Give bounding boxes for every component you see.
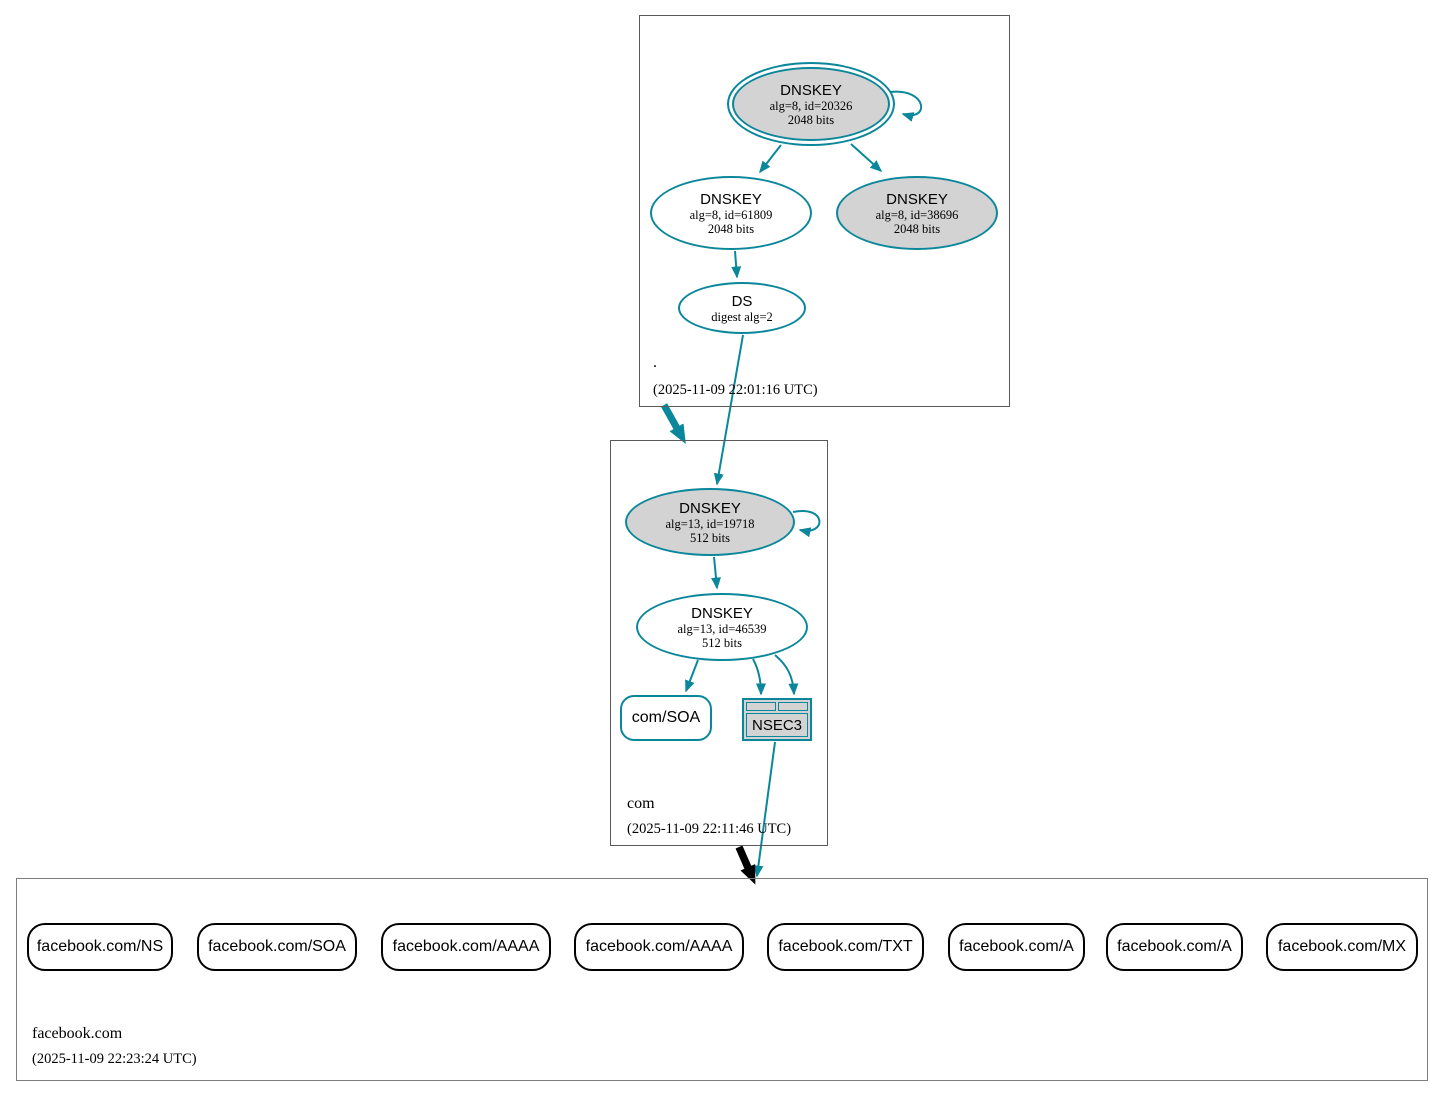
node-facebook-a-1-label: facebook.com/A	[959, 938, 1074, 955]
zone-timestamp-facebook: (2025-11-09 22:23:24 UTC)	[32, 1051, 197, 1067]
zone-timestamp-com: (2025-11-09 22:11:46 UTC)	[627, 821, 792, 837]
zone-box-com	[610, 440, 828, 846]
node-dnskey-38696-bits: 2048 bits	[893, 221, 941, 236]
node-facebook-mx-label: facebook.com/MX	[1277, 938, 1407, 955]
node-facebook-txt[interactable]: facebook.com/TXT	[767, 923, 924, 971]
node-facebook-a-2-label: facebook.com/A	[1117, 938, 1232, 955]
zone-name-facebook: facebook.com	[32, 1025, 123, 1042]
node-facebook-aaaa-1[interactable]: facebook.com/AAAA	[381, 923, 551, 971]
node-com-soa-label: com/SOA	[631, 709, 701, 726]
zone-name-com: com	[627, 795, 655, 812]
node-dnskey-38696[interactable]: DNSKEY alg=8, id=38696 2048 bits	[836, 176, 998, 250]
node-dnskey-19718-title: DNSKEY	[679, 499, 741, 517]
node-com-soa[interactable]: com/SOA	[620, 695, 712, 741]
node-dnskey-19718-bits: 512 bits	[690, 530, 730, 545]
nsec3-label: NSEC3	[746, 713, 808, 737]
node-dnskey-38696-detail: alg=8, id=38696	[875, 207, 959, 222]
node-dnskey-20326[interactable]: DNSKEY alg=8, id=20326 2048 bits	[727, 62, 895, 146]
node-dnskey-61809-title: DNSKEY	[700, 190, 762, 208]
zone-box-root	[639, 15, 1010, 407]
node-ds-root[interactable]: DS digest alg=2	[678, 282, 806, 334]
node-facebook-soa-label: facebook.com/SOA	[208, 938, 346, 955]
zone-name-root: .	[653, 354, 657, 371]
node-dnskey-19718[interactable]: DNSKEY alg=13, id=19718 512 bits	[625, 488, 795, 556]
node-dnskey-46539[interactable]: DNSKEY alg=13, id=46539 512 bits	[636, 593, 808, 661]
edge-delegation-com-to-facebook	[735, 845, 756, 885]
node-dnskey-61809[interactable]: DNSKEY alg=8, id=61809 2048 bits	[650, 176, 812, 250]
nsec3-param-cells	[746, 702, 808, 711]
node-facebook-aaaa-2-label: facebook.com/AAAA	[585, 938, 733, 955]
nsec3-cell-left	[746, 702, 776, 711]
node-facebook-a-1[interactable]: facebook.com/A	[948, 923, 1085, 971]
node-dnskey-19718-detail: alg=13, id=19718	[665, 516, 755, 531]
node-facebook-soa[interactable]: facebook.com/SOA	[197, 923, 357, 971]
node-ds-title: DS	[731, 292, 753, 310]
node-dnskey-61809-detail: alg=8, id=61809	[689, 207, 773, 222]
node-facebook-mx[interactable]: facebook.com/MX	[1266, 923, 1418, 971]
node-dnskey-20326-detail: alg=8, id=20326	[769, 98, 853, 113]
node-dnskey-46539-title: DNSKEY	[691, 604, 753, 622]
node-facebook-ns[interactable]: facebook.com/NS	[27, 923, 173, 971]
node-dnskey-46539-bits: 512 bits	[702, 635, 742, 650]
node-ds-detail: digest alg=2	[711, 309, 773, 324]
node-facebook-ns-label: facebook.com/NS	[36, 938, 164, 955]
node-nsec3[interactable]: NSEC3	[742, 698, 812, 741]
node-dnskey-20326-inner: DNSKEY alg=8, id=20326 2048 bits	[732, 67, 890, 141]
node-facebook-aaaa-1-label: facebook.com/AAAA	[392, 938, 540, 955]
node-dnskey-38696-title: DNSKEY	[886, 190, 948, 208]
node-facebook-aaaa-2[interactable]: facebook.com/AAAA	[574, 923, 744, 971]
edge-delegation-root-to-com	[660, 403, 686, 444]
nsec3-cell-right	[778, 702, 808, 711]
node-facebook-txt-label: facebook.com/TXT	[778, 938, 913, 955]
zone-box-facebook	[16, 878, 1428, 1081]
node-dnskey-20326-bits: 2048 bits	[787, 112, 835, 127]
zone-timestamp-root: (2025-11-09 22:01:16 UTC)	[653, 382, 818, 398]
node-dnskey-46539-detail: alg=13, id=46539	[677, 621, 767, 636]
node-dnskey-20326-title: DNSKEY	[780, 81, 842, 99]
node-facebook-a-2[interactable]: facebook.com/A	[1106, 923, 1243, 971]
node-dnskey-61809-bits: 2048 bits	[707, 221, 755, 236]
